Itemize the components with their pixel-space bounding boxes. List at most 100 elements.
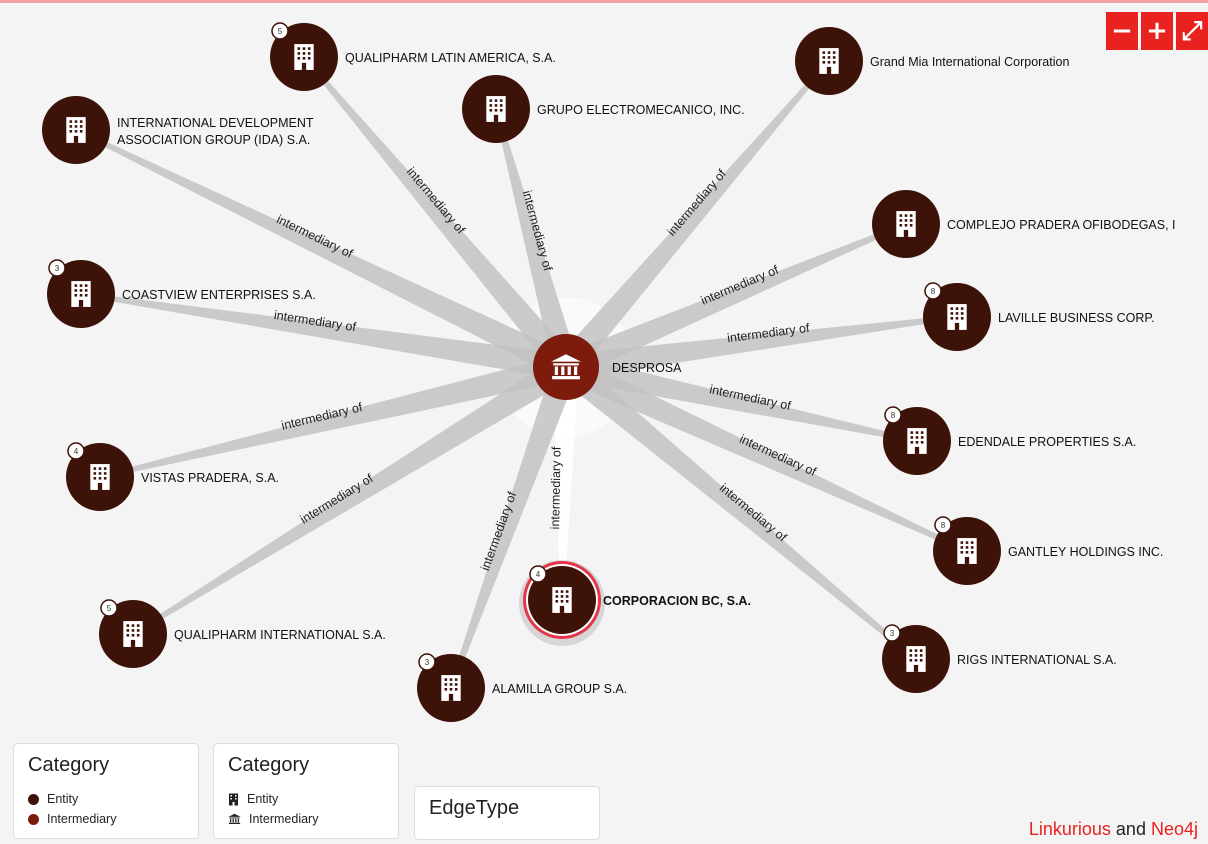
node-label: GRUPO ELECTROMECANICO, INC. — [537, 103, 745, 117]
zoom-out-button[interactable]: − — [1106, 12, 1138, 50]
node-badge-count: 4 — [74, 447, 79, 456]
legend-item-entity[interactable]: Entity — [28, 792, 78, 806]
intermediary-color-dot — [28, 813, 39, 825]
node-label: DESPROSA — [612, 361, 682, 375]
node-badge — [883, 624, 901, 642]
node-badge — [48, 259, 66, 277]
node-label: EDENDALE PROPERTIES S.A. — [958, 435, 1136, 449]
top-rule — [0, 0, 1208, 3]
edge[interactable] — [564, 315, 958, 380]
node-badge — [271, 22, 289, 40]
building-icon — [123, 621, 143, 647]
node-badge-count: 8 — [891, 411, 896, 420]
building-icon — [957, 538, 977, 564]
building-icon — [71, 281, 91, 307]
node-label: INTERNATIONAL DEVELOPMENT — [117, 116, 314, 130]
edge[interactable] — [302, 55, 576, 376]
node-entity[interactable]: GRUPO ELECTROMECANICO, INC. — [462, 75, 745, 143]
edge[interactable] — [75, 128, 572, 379]
legend-item-label: Intermediary — [47, 812, 117, 826]
building-icon — [90, 464, 110, 490]
edge[interactable] — [563, 354, 918, 443]
credit-linkurious[interactable]: Linkurious — [1028, 819, 1111, 839]
building-icon — [906, 646, 926, 672]
node-badge-count: 8 — [931, 287, 936, 296]
legend-item-entity[interactable]: Entity — [228, 792, 278, 806]
edge[interactable] — [132, 355, 573, 636]
node-label: VISTAS PRADERA, S.A. — [141, 471, 279, 485]
node-label: ASSOCIATION GROUP (IDA) S.A. — [117, 133, 310, 147]
node-badge-count: 3 — [425, 658, 430, 667]
edge[interactable] — [494, 108, 579, 371]
building-icon — [552, 587, 572, 613]
node-badge — [884, 406, 902, 424]
legend-item-label: Entity — [47, 792, 79, 806]
node-badge-count: 4 — [536, 570, 541, 579]
building-icon — [441, 675, 461, 701]
node-circle — [533, 334, 599, 400]
fullscreen-button[interactable]: ⤢ — [1176, 12, 1208, 50]
legend-title: Category — [28, 754, 110, 776]
legend-edge-type: EdgeType — [414, 786, 600, 840]
node-badge-count: 5 — [278, 27, 283, 36]
bank-icon — [228, 813, 241, 824]
edge-label: intermediary of — [717, 481, 790, 545]
node-entity[interactable]: COMPLEJO PRADERA OFIBODEGAS, I — [872, 190, 1176, 258]
edge-label: intermediary of — [664, 166, 729, 238]
legend-title: EdgeType — [429, 797, 520, 819]
legend-item-label: Intermediary — [249, 812, 319, 826]
building-icon — [486, 96, 506, 122]
credit-neo4j[interactable]: Neo4j — [1150, 819, 1198, 839]
node-label: Grand Mia International Corporation — [870, 55, 1069, 69]
node-label: COASTVIEW ENTERPRISES S.A. — [122, 288, 316, 302]
edge[interactable] — [557, 357, 918, 661]
node-entity[interactable]: INTERNATIONAL DEVELOPMENT ASSOCIATION GRO… — [42, 96, 314, 164]
node-badge — [418, 653, 436, 671]
node-label: QUALIPHARM INTERNATIONAL S.A. — [174, 628, 386, 642]
node-label: LAVILLE BUSINESS CORP. — [998, 311, 1155, 325]
legend-item-intermediary[interactable]: Intermediary — [228, 812, 318, 826]
building-icon — [294, 44, 314, 70]
legend-item-label: Entity — [247, 792, 279, 806]
node-center[interactable]: DESPROSA — [533, 334, 682, 400]
node-label: GANTLEY HOLDINGS INC. — [1008, 545, 1163, 559]
edge[interactable] — [553, 366, 579, 600]
node-label: ALAMILLA GROUP S.A. — [492, 682, 627, 696]
node-entity[interactable]: Grand Mia International Corporation — [795, 27, 1069, 95]
edge[interactable] — [560, 355, 968, 553]
building-icon — [229, 793, 238, 805]
edge[interactable] — [561, 222, 907, 379]
building-icon — [66, 117, 86, 143]
credit-and: and — [1110, 819, 1151, 839]
edge-label: intermediary of — [404, 165, 468, 238]
node-label: CORPORACION BC, S.A. — [603, 594, 751, 608]
building-icon — [819, 48, 839, 74]
node-badge — [67, 442, 85, 460]
edge[interactable] — [449, 362, 579, 689]
legend-item-intermediary[interactable]: Intermediary — [28, 812, 116, 826]
node-badge-count: 8 — [941, 521, 946, 530]
zoom-controls: − + ⤢ — [1106, 12, 1208, 50]
credit: Linkurious and Neo4j — [1029, 819, 1198, 840]
edge[interactable] — [80, 292, 568, 380]
node-label: RIGS INTERNATIONAL S.A. — [957, 653, 1117, 667]
building-icon — [947, 304, 967, 330]
building-icon — [896, 211, 916, 237]
node-badge-count: 3 — [890, 629, 895, 638]
zoom-in-button[interactable]: + — [1141, 12, 1173, 50]
edge-label: intermediary of — [548, 446, 563, 529]
node-label: QUALIPHARM LATIN AMERICA, S.A. — [345, 51, 556, 65]
edge[interactable] — [556, 59, 831, 376]
edge[interactable] — [99, 354, 570, 479]
